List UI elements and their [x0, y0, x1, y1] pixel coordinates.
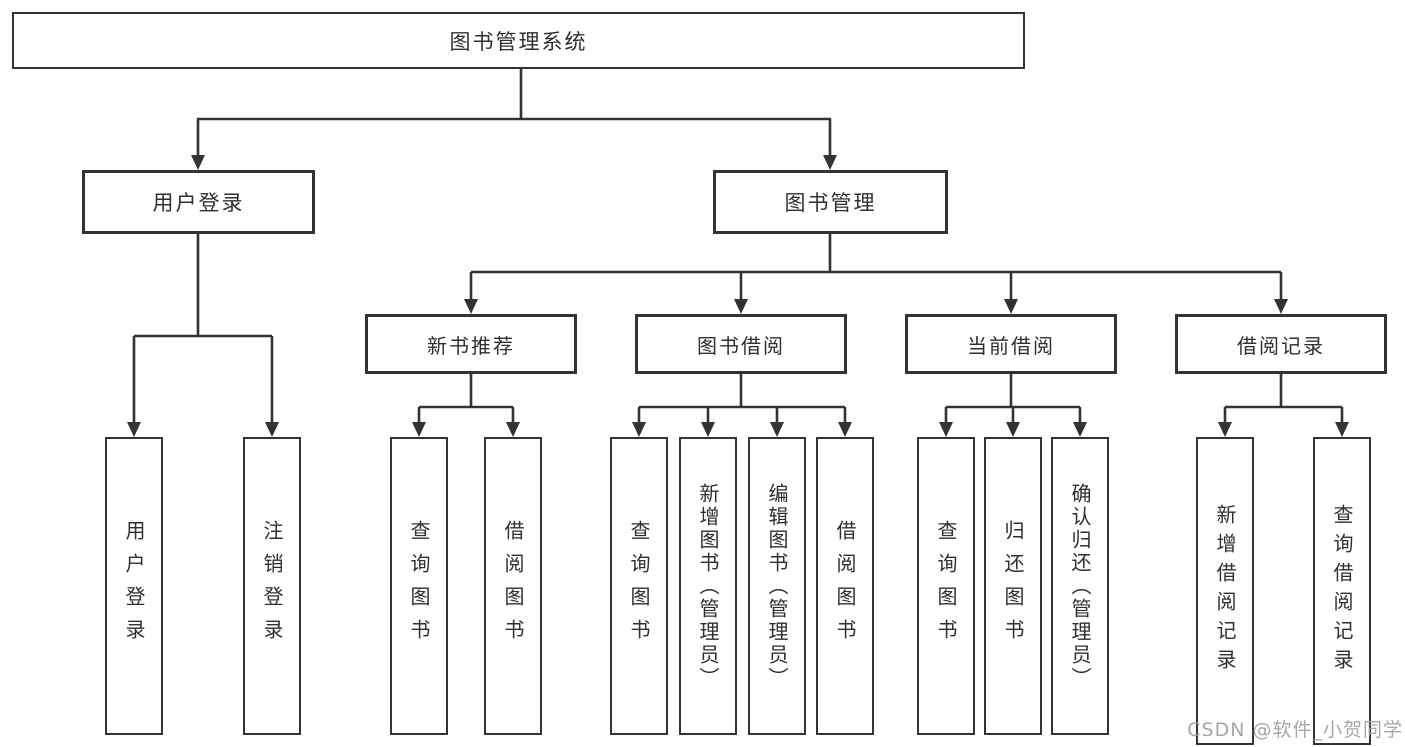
leaf-records-add-record: 新增借阅记录 — [1196, 437, 1254, 745]
csdn-watermark: CSDN @软件_小贺同学 — [1187, 719, 1403, 741]
leaf-label: 用户登录 — [122, 520, 146, 652]
node-new-book-recommendation: 新书推荐 — [365, 314, 577, 374]
leaf-login-logout: 注销登录 — [243, 437, 301, 735]
leaf-label: 查询图书 — [407, 520, 431, 652]
node-book-borrowing: 图书借阅 — [635, 314, 847, 374]
leaf-current-return-book: 归还图书 — [984, 437, 1042, 735]
leaf-label: 查询图书 — [627, 520, 651, 652]
leaf-login-user-login: 用户登录 — [105, 437, 163, 735]
leaf-recommend-query-book: 查询图书 — [390, 437, 448, 735]
leaf-borrow-edit-book-admin: 编辑图书（管理员） — [748, 437, 806, 735]
node-book-management: 图书管理 — [713, 170, 948, 234]
leaf-label: 归还图书 — [1001, 520, 1025, 652]
leaf-records-query-record: 查询借阅记录 — [1313, 437, 1371, 745]
node-current-borrowing: 当前借阅 — [905, 314, 1117, 374]
leaf-label: 新增图书（管理员） — [696, 482, 720, 690]
leaf-borrow-add-book-admin: 新增图书（管理员） — [679, 437, 737, 735]
leaf-borrow-borrow-book: 借阅图书 — [816, 437, 874, 735]
leaf-current-confirm-return-admin: 确认归还（管理员） — [1051, 437, 1109, 735]
leaf-recommend-borrow-book: 借阅图书 — [484, 437, 542, 735]
leaf-label: 新增借阅记录 — [1213, 504, 1237, 678]
node-library-system: 图书管理系统 — [12, 12, 1025, 69]
leaf-current-query-book: 查询图书 — [917, 437, 975, 735]
node-borrowing-records: 借阅记录 — [1175, 314, 1387, 374]
leaf-label: 借阅图书 — [833, 520, 857, 652]
leaf-label: 查询借阅记录 — [1330, 504, 1354, 678]
leaf-label: 借阅图书 — [501, 520, 525, 652]
leaf-borrow-query-book: 查询图书 — [610, 437, 668, 735]
leaf-label: 编辑图书（管理员） — [765, 482, 789, 690]
leaf-label: 查询图书 — [934, 520, 958, 652]
node-user-login: 用户登录 — [82, 170, 315, 234]
leaf-label: 注销登录 — [260, 520, 284, 652]
leaf-label: 确认归还（管理员） — [1068, 482, 1092, 690]
